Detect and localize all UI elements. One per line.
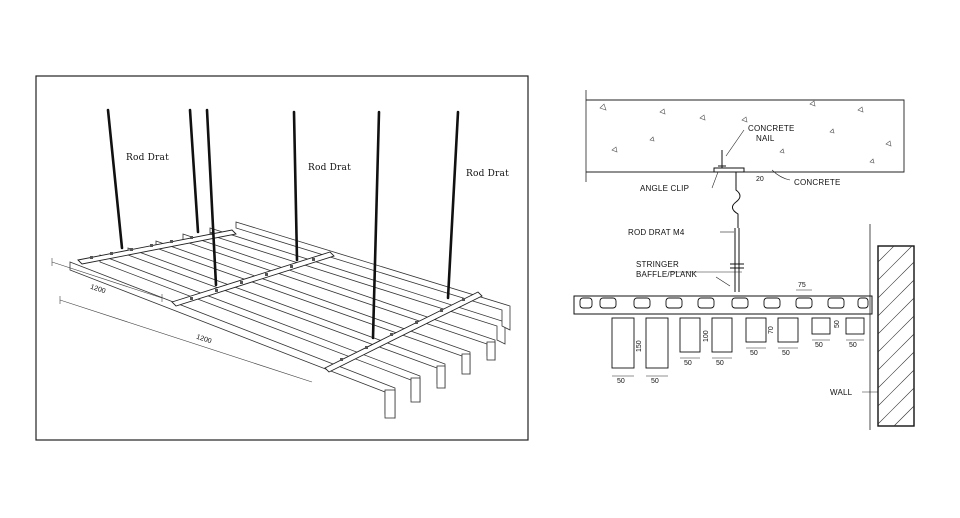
baffle-plank-label: BAFFLE/PLANK	[636, 270, 698, 279]
isometric-dimensions	[51, 258, 313, 383]
dim-height-50: 50	[834, 320, 841, 328]
rod-drat-m4	[730, 228, 744, 292]
dim-pitch: 75	[798, 282, 806, 289]
dim-width-e: 50	[750, 350, 758, 357]
wall-label: WALL	[830, 388, 853, 397]
baffle-profiles	[611, 317, 865, 369]
dim-width-b: 50	[651, 378, 659, 385]
dim-height-100: 100	[703, 330, 710, 342]
dim-width-f: 50	[782, 350, 790, 357]
isometric-ceiling-view	[35, 75, 529, 441]
stringer-label: STRINGER	[636, 260, 679, 269]
dim-height-70: 70	[768, 326, 775, 334]
dim-width-d: 50	[716, 360, 724, 367]
concrete-nail-label-line1: CONCRETE	[748, 124, 795, 133]
leader-lines	[670, 129, 880, 393]
rod-label-center: Rod Drat	[308, 163, 351, 173]
stringer-profile	[573, 295, 873, 315]
hook-wire	[732, 172, 741, 228]
rod-label-left: Rod Drat	[126, 153, 169, 163]
angle-clip-label: ANGLE CLIP	[640, 184, 690, 193]
concrete-nail-label-line2: NAIL	[756, 134, 775, 143]
dim-width-h: 50	[849, 342, 857, 349]
concrete-slab	[586, 99, 905, 173]
concrete-aggregate	[599, 100, 892, 164]
hanger-rods	[106, 108, 460, 340]
width-dimension-lines	[612, 289, 864, 377]
wall	[869, 224, 915, 430]
stringer-clips	[90, 232, 465, 361]
dim-width-c: 50	[684, 360, 692, 367]
dim-width-g: 50	[815, 342, 823, 349]
dim-height-150: 150	[636, 340, 643, 352]
angle-clip	[713, 150, 745, 173]
rod-drat-m4-label: ROD DRAT M4	[628, 228, 685, 237]
dim-gap: 20	[756, 176, 764, 183]
rod-label-right: Rod Drat	[466, 169, 509, 179]
baffle-end-faces	[384, 341, 496, 419]
section-detail-view	[573, 90, 915, 430]
dim-width-a: 50	[617, 378, 625, 385]
concrete-label: CONCRETE	[794, 178, 841, 187]
